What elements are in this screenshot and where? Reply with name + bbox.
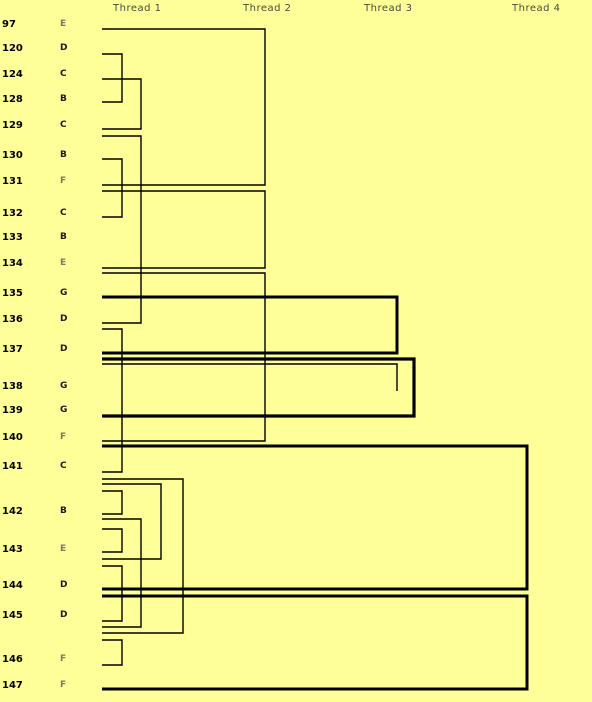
connector-line xyxy=(102,53,123,103)
row-letter: B xyxy=(60,232,67,242)
connector-line xyxy=(102,483,162,560)
row-letter: F xyxy=(60,432,67,442)
connector-line xyxy=(102,190,266,269)
row-number: 133 xyxy=(2,232,23,243)
row-letter: G xyxy=(60,288,68,298)
connector-line xyxy=(102,158,123,218)
row-letter: E xyxy=(60,258,67,268)
connector-line xyxy=(102,490,123,515)
row-number: 139 xyxy=(2,405,23,416)
row-number: 138 xyxy=(2,381,23,392)
row-letter: B xyxy=(60,94,67,104)
row-number: 130 xyxy=(2,150,23,161)
row-number: 131 xyxy=(2,176,23,187)
row-number: 143 xyxy=(2,544,23,555)
row-letter: E xyxy=(60,19,67,29)
connector-line xyxy=(102,639,123,666)
thread-header-3: Thread 3 xyxy=(364,3,413,14)
row-number: 134 xyxy=(2,258,23,269)
row-letter: D xyxy=(60,43,68,53)
connector-line xyxy=(102,357,416,418)
row-letter: C xyxy=(60,461,67,471)
row-number: 140 xyxy=(2,432,23,443)
row-number: 124 xyxy=(2,69,23,80)
row-letter: B xyxy=(60,506,67,516)
row-letter: C xyxy=(60,120,67,130)
row-letter: E xyxy=(60,544,67,554)
row-letter: F xyxy=(60,680,67,690)
row-letter: C xyxy=(60,69,67,79)
connector-line xyxy=(102,135,142,324)
connector-line xyxy=(102,565,123,622)
row-number: 141 xyxy=(2,461,23,472)
row-number: 137 xyxy=(2,344,23,355)
thread-header-2: Thread 2 xyxy=(243,3,292,14)
connector-line xyxy=(102,28,266,186)
connector-line xyxy=(102,78,142,130)
row-letter: G xyxy=(60,381,68,391)
row-number: 132 xyxy=(2,208,23,219)
row-number: 145 xyxy=(2,610,23,621)
row-letter: G xyxy=(60,405,68,415)
connector-line xyxy=(102,518,142,628)
row-letter: D xyxy=(60,314,68,324)
row-number: 129 xyxy=(2,120,23,131)
row-number: 142 xyxy=(2,506,23,517)
connector-line xyxy=(102,363,398,391)
connector-line xyxy=(102,328,123,473)
row-letter: D xyxy=(60,610,68,620)
row-number: 120 xyxy=(2,43,23,54)
connector-line xyxy=(102,594,529,691)
row-number: 147 xyxy=(2,680,23,691)
thread-header-4: Thread 4 xyxy=(512,3,561,14)
row-number: 144 xyxy=(2,580,23,591)
connector-line xyxy=(102,272,266,442)
row-letter: D xyxy=(60,580,68,590)
row-number: 128 xyxy=(2,94,23,105)
connector-line xyxy=(102,444,529,591)
row-number: 136 xyxy=(2,314,23,325)
row-letter: B xyxy=(60,150,67,160)
row-number: 146 xyxy=(2,654,23,665)
row-letter: D xyxy=(60,344,68,354)
row-number: 135 xyxy=(2,288,23,299)
row-letter: F xyxy=(60,176,67,186)
connector-line xyxy=(102,528,123,553)
thread-header-1: Thread 1 xyxy=(113,3,162,14)
row-letter: C xyxy=(60,208,67,218)
connector-line xyxy=(102,295,399,355)
row-letter: F xyxy=(60,654,67,664)
row-number: 97 xyxy=(2,19,16,30)
connector-line xyxy=(102,478,184,634)
